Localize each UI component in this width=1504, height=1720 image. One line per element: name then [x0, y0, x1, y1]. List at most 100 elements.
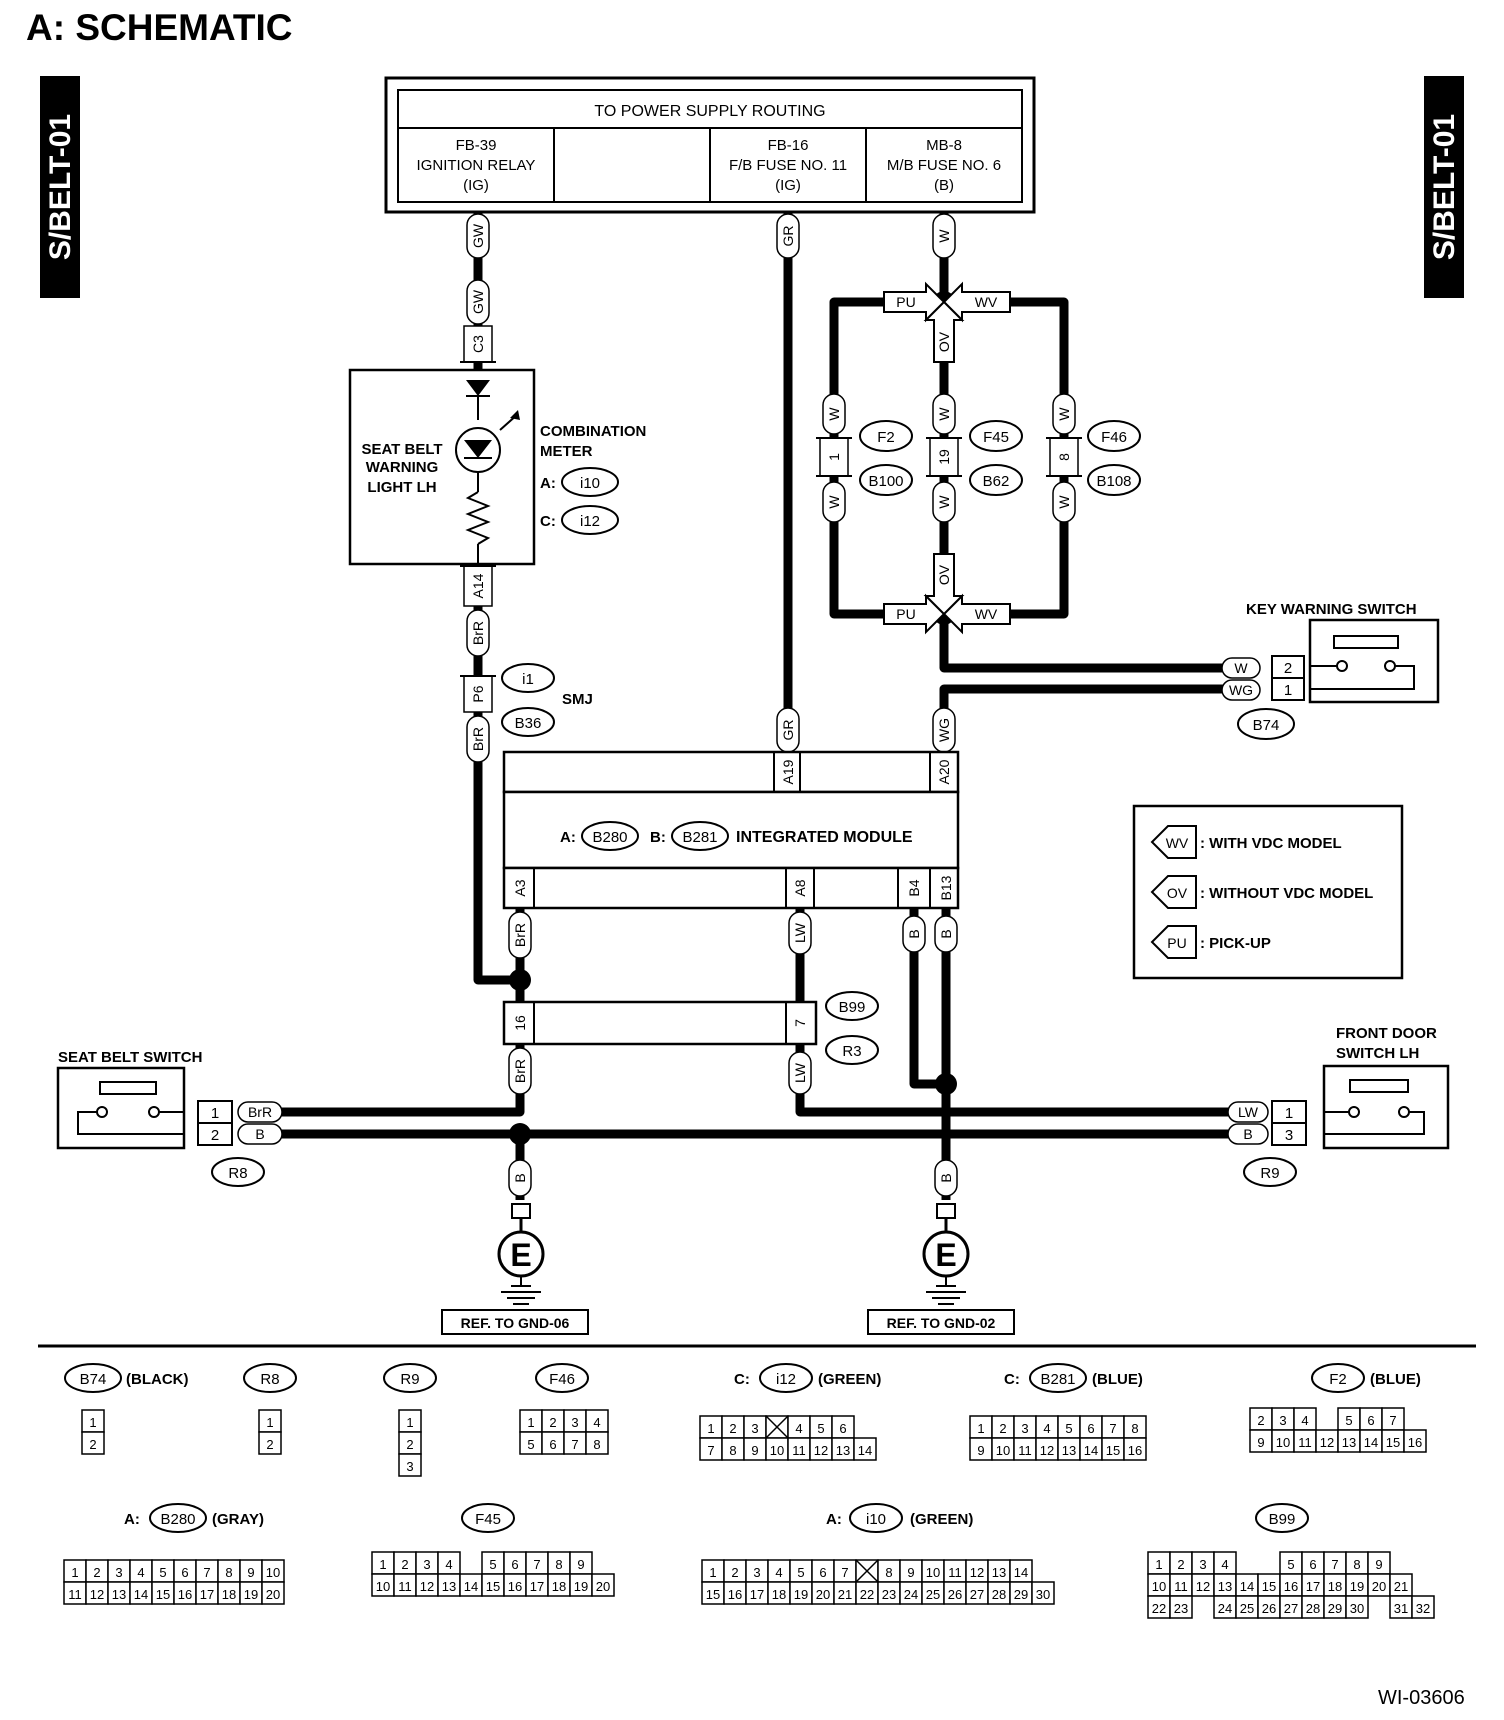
smj-connector: i1 B36 SMJ [501, 663, 593, 737]
svg-text:PU: PU [896, 294, 915, 310]
pin-number: 13 [992, 1565, 1006, 1580]
svg-text:A19: A19 [780, 759, 796, 784]
pin-number: 2 [729, 1421, 736, 1436]
pin-number: 6 [181, 1565, 188, 1580]
svg-text:(BLACK): (BLACK) [126, 1371, 188, 1388]
pin-number: 22 [1152, 1601, 1166, 1616]
pin-number: 2 [549, 1415, 556, 1430]
svg-text:BrR: BrR [512, 1059, 528, 1083]
pin-number: 5 [527, 1437, 534, 1452]
svg-text:1: 1 [826, 453, 842, 461]
pin-number: 7 [533, 1557, 540, 1572]
meter-name-line1: COMBINATION [540, 423, 646, 440]
pin-number: 17 [200, 1587, 214, 1602]
front-door-switch: FRONT DOOR SWITCH LH 1 3 LW B R9 [1227, 1025, 1450, 1187]
svg-text:W: W [1056, 495, 1072, 509]
wires [250, 212, 1240, 1200]
joint-b99-b: R3 [842, 1043, 861, 1060]
label-f46: F46 [1101, 429, 1127, 446]
ground-1: E REF. TO GND-06 [441, 1203, 589, 1335]
pin-number: 9 [1375, 1557, 1382, 1572]
svg-text:3: 3 [1285, 1127, 1293, 1144]
wire-label-w-1: W [932, 213, 956, 259]
pin-number: 3 [751, 1421, 758, 1436]
connector-r9: R9 [383, 1363, 437, 1393]
pin-number: 1 [89, 1415, 96, 1430]
svg-text:WV: WV [975, 606, 998, 622]
svg-text:B4: B4 [906, 879, 922, 896]
pin-number: 1 [406, 1415, 413, 1430]
pin-number: 12 [1320, 1435, 1334, 1450]
svg-text:F2: F2 [1329, 1371, 1347, 1388]
pin-number: 2 [266, 1437, 273, 1452]
module-name: INTEGRATED MODULE [736, 829, 913, 846]
smj-label: SMJ [562, 691, 593, 708]
wire-label-b-3: B [508, 1159, 532, 1197]
pin-f2-1: 1 [816, 437, 852, 477]
door-switch-name-2: SWITCH LH [1336, 1045, 1419, 1062]
pin-number: 15 [1386, 1435, 1400, 1450]
pin-number: 10 [1276, 1435, 1290, 1450]
meter-conn-a: i10 [580, 475, 600, 492]
connector-r8: R8 [243, 1363, 297, 1393]
pin-number: 20 [266, 1587, 280, 1602]
svg-text:WV: WV [1166, 835, 1189, 851]
svg-text:B13: B13 [938, 875, 954, 900]
pin-number: 18 [1328, 1579, 1342, 1594]
pin-number: 25 [926, 1587, 940, 1602]
svg-text:F45: F45 [475, 1511, 501, 1528]
pin-number: 7 [707, 1443, 714, 1458]
pin-number: 9 [577, 1557, 584, 1572]
power-col1-line2: IGNITION RELAY [417, 157, 536, 174]
pin-number: 12 [420, 1579, 434, 1594]
pin-number: 11 [1018, 1443, 1032, 1458]
pin-number: 2 [1177, 1557, 1184, 1572]
wire-label-w-f2b: W [822, 481, 846, 523]
pin-number: 2 [89, 1437, 96, 1452]
wire-label-brr-3: BrR [508, 911, 532, 959]
svg-text:16: 16 [512, 1015, 528, 1031]
joint-b99: 16 7 B99 R3 [502, 991, 879, 1065]
wire-label-w-f2a: W [822, 393, 846, 435]
pin-number: 8 [1353, 1557, 1360, 1572]
pin-number: 5 [797, 1565, 804, 1580]
pin-number: 30 [1036, 1587, 1050, 1602]
pin-number: 1 [71, 1565, 78, 1580]
pin-number: 31 [1394, 1601, 1408, 1616]
smj-i1: i1 [522, 671, 534, 688]
pin-number: 7 [1109, 1421, 1116, 1436]
svg-text:BrR: BrR [512, 923, 528, 947]
wire-label-gr-1: GR [776, 213, 800, 259]
svg-text:A8: A8 [792, 879, 808, 896]
pin-number: 15 [1262, 1579, 1276, 1594]
pin-number: 2 [731, 1565, 738, 1580]
label-b62: B62 [983, 473, 1010, 490]
pin-number: 3 [115, 1565, 122, 1580]
label-b100: B100 [868, 473, 903, 490]
pin-number: 12 [1040, 1443, 1054, 1458]
arrow-pu-bottom: PU [883, 593, 946, 635]
svg-text:(GRAY): (GRAY) [212, 1511, 264, 1528]
figure-id: WI-03606 [1378, 1687, 1465, 1709]
svg-text:B: B [938, 1173, 954, 1182]
pin-number: 9 [1257, 1435, 1264, 1450]
svg-text:8: 8 [1056, 453, 1072, 461]
pin-number: 3 [423, 1557, 430, 1572]
pin-number: 5 [817, 1421, 824, 1436]
svg-text:C:: C: [734, 1371, 750, 1388]
wire-labels: GW GW GR W BrR BrR GR WG W W W W W W BrR… [466, 213, 1076, 1197]
pin-number: 27 [970, 1587, 984, 1602]
pin-number: 16 [1128, 1443, 1142, 1458]
svg-text:GR: GR [780, 226, 796, 247]
power-col3-line1: FB-16 [768, 137, 809, 154]
warning-light-line3: LIGHT LH [367, 479, 436, 496]
pin-number: 13 [442, 1579, 456, 1594]
pin-number: 1 [977, 1421, 984, 1436]
pin-number: 10 [1152, 1579, 1166, 1594]
pin-number: 14 [134, 1587, 148, 1602]
wire-label-brr-4: BrR [508, 1047, 532, 1095]
pin-number: 12 [1196, 1579, 1210, 1594]
svg-text:GW: GW [470, 223, 486, 248]
